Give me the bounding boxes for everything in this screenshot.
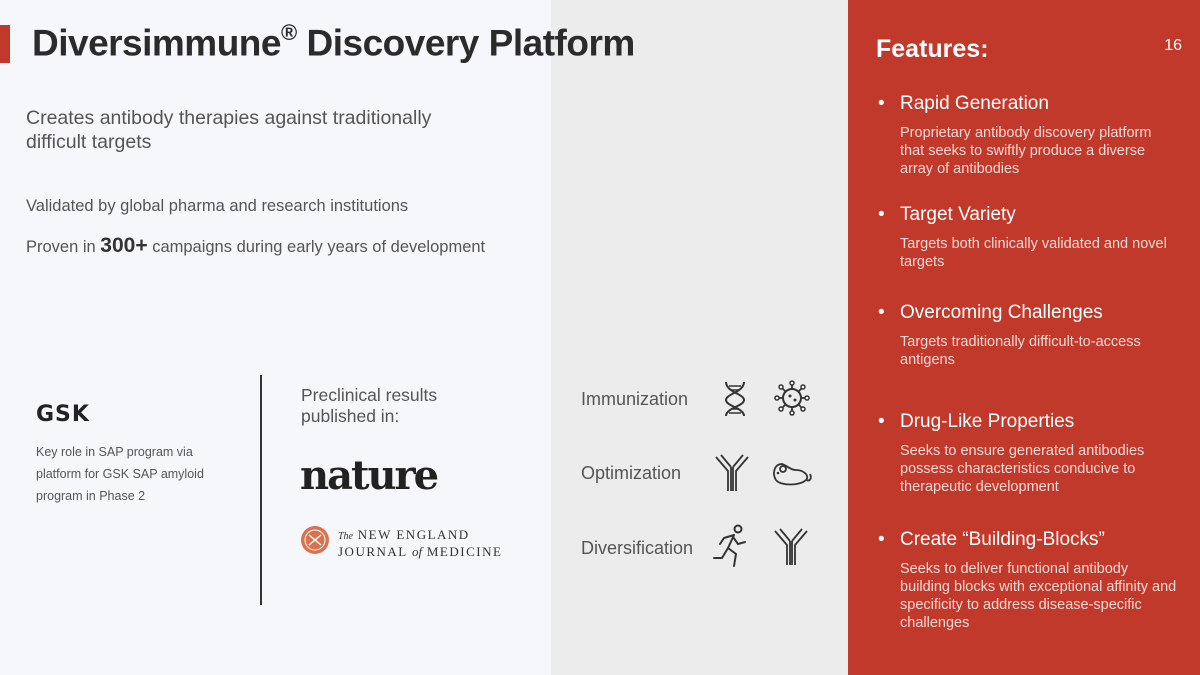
nejm-seal-icon [301, 526, 329, 554]
publications-label: Preclinical results published in: [301, 385, 438, 426]
validated-text: Validated by global pharma and research … [26, 197, 409, 215]
feature-target-variety: •Target Variety Targets both clinically … [878, 204, 1167, 270]
nature-logo: nature [300, 452, 439, 499]
gsk-logo: GSK [36, 402, 90, 427]
feature-drug-like-properties: •Drug-Like Properties Seeks to ensure ge… [878, 411, 1145, 495]
step-optimization: Optimization [581, 463, 682, 483]
feature-building-blocks: •Create “Building-Blocks” Seeks to deliv… [878, 529, 1177, 631]
feature-rapid-generation: •Rapid Generation Proprietary antibody d… [878, 93, 1152, 177]
nejm-logo: The NEW ENGLAND JOURNAL of MEDICINE [300, 525, 501, 560]
campaign-count: 300+ [100, 234, 148, 257]
lead-text: Creates antibody therapies against tradi… [26, 107, 432, 153]
runner-icon [713, 524, 746, 567]
divider-line [260, 375, 262, 605]
dna-icon [724, 381, 746, 417]
features-title: Features: [876, 35, 989, 63]
step-diversification: Diversification [581, 538, 694, 558]
page-title: Diversimmune® Discovery Platform [32, 20, 635, 64]
proven-text: Proven in 300+ campaigns during early ye… [26, 234, 486, 257]
feature-overcoming-challenges: •Overcoming Challenges Targets tradition… [878, 302, 1141, 368]
antibody-icon [774, 528, 808, 565]
features-panel: 16 Features: •Rapid Generation Proprieta… [848, 0, 1200, 675]
antibody-icon [715, 454, 749, 491]
title-accent-bar [0, 25, 10, 63]
virus-icon [774, 380, 810, 416]
middle-background [551, 0, 848, 675]
page-number: 16 [1164, 37, 1182, 54]
mouse-icon [773, 463, 812, 486]
gsk-description: Key role in SAP program via platform for… [36, 445, 204, 503]
step-immunization: Immunization [581, 389, 689, 409]
